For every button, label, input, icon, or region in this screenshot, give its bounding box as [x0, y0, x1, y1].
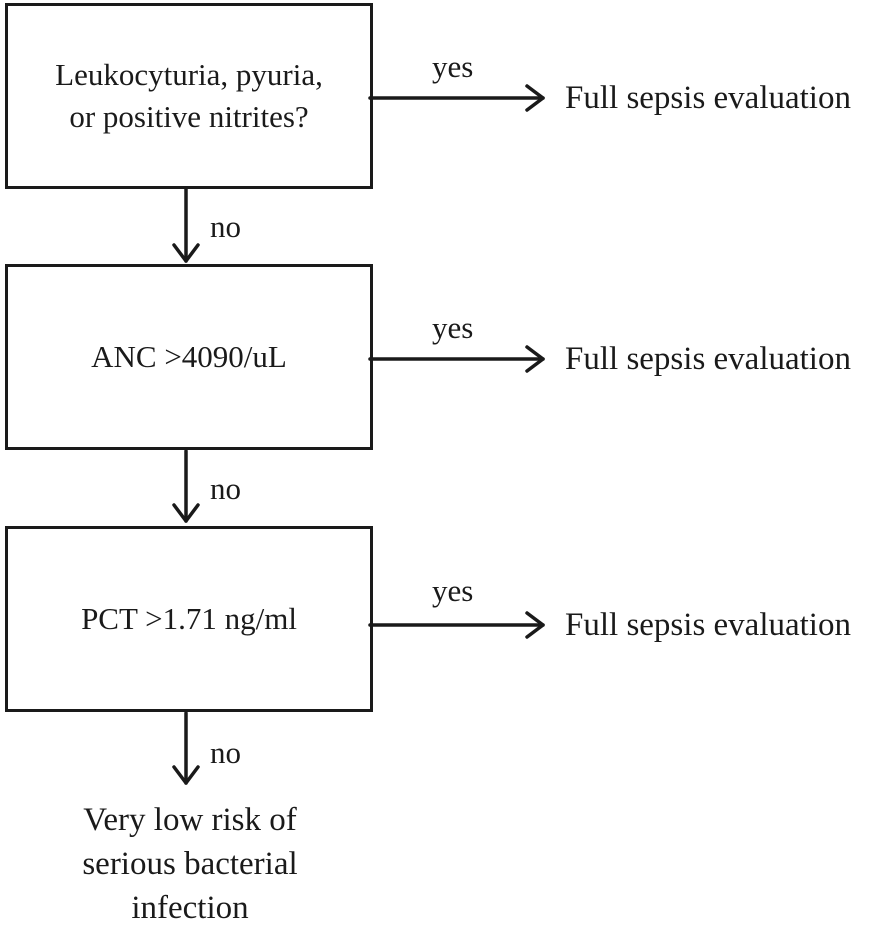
decision-text: ANC >4090/uL	[91, 339, 287, 374]
decision-text-line: or positive nitrites?	[69, 99, 309, 134]
decision-box-pct: PCT >1.71 ng/ml	[5, 526, 373, 712]
final-outcome-line: serious bacterial	[82, 846, 298, 882]
no-arrowhead-3	[172, 765, 200, 785]
yes-label: yes	[432, 49, 474, 84]
yes-arrowhead-3	[525, 611, 545, 639]
decision-text: PCT >1.71 ng/ml	[81, 601, 297, 636]
final-outcome-low-risk: Very low risk of serious bacterial infec…	[40, 798, 340, 930]
no-label: no	[210, 209, 241, 244]
no-label: no	[210, 471, 241, 506]
decision-box-urinalysis: Leukocyturia, pyuria, or positive nitrit…	[5, 3, 373, 189]
yes-label: yes	[432, 310, 474, 345]
outcome-full-sepsis-evaluation: Full sepsis evaluation	[565, 607, 851, 643]
final-outcome-line: infection	[131, 890, 249, 926]
outcome-full-sepsis-evaluation: Full sepsis evaluation	[565, 80, 851, 116]
yes-arrowhead-1	[525, 84, 545, 112]
yes-arrowhead-2	[525, 345, 545, 373]
decision-box-anc: ANC >4090/uL	[5, 264, 373, 450]
no-label: no	[210, 735, 241, 770]
final-outcome-line: Very low risk of	[83, 802, 297, 838]
outcome-full-sepsis-evaluation: Full sepsis evaluation	[565, 341, 851, 377]
decision-text-line: Leukocyturia, pyuria,	[55, 57, 323, 92]
yes-label: yes	[432, 573, 474, 608]
no-arrowhead-2	[172, 503, 200, 523]
no-arrowhead-1	[172, 243, 200, 263]
